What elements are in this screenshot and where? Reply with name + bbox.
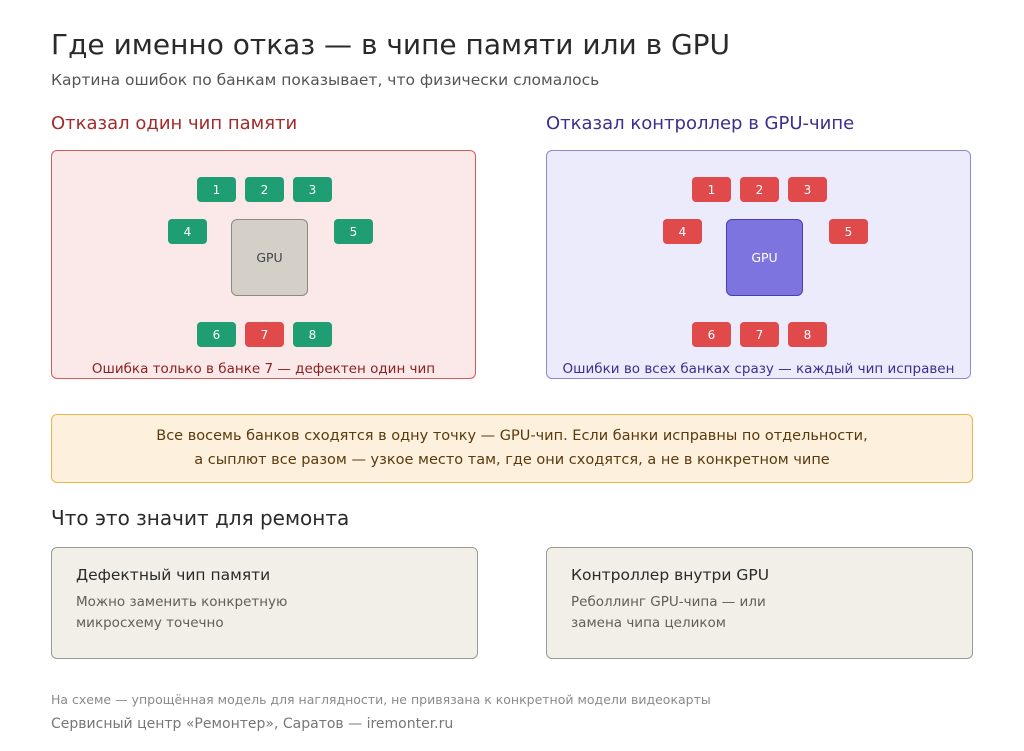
memory-chip-repair-card: Дефектный чип памяти Можно заменить конк… [51, 547, 478, 659]
card-text: Реболлинг GPU-чипа — или замена чипа цел… [571, 594, 766, 631]
footnote: На схеме — упрощённая модель для наглядн… [51, 692, 711, 707]
note-line-2: а сыплют все разом — узкое место там, гд… [194, 451, 830, 468]
note-line-1: Все восемь банков сходятся в одну точку … [156, 428, 868, 444]
bank-8: 8 [293, 322, 332, 347]
bank-1: 1 [197, 177, 236, 202]
footer-credit: Сервисный центр «Ремонтер», Саратов — ir… [51, 716, 454, 732]
bank-4: 4 [168, 219, 207, 244]
page-title: Где именно отказ — в чипе памяти или в G… [51, 28, 731, 61]
bank-3: 3 [788, 177, 827, 202]
right-panel-caption: Ошибки во всех банках сразу — каждый чип… [562, 361, 955, 377]
bank-1: 1 [692, 177, 731, 202]
section-title: Что это значит для ремонта [51, 506, 350, 530]
bank-5: 5 [829, 219, 868, 244]
bank-7: 7 [245, 322, 284, 347]
card-text: Можно заменить конкретную микросхему точ… [76, 594, 288, 631]
gpu-controller-repair-card: Контроллер внутри GPU Реболлинг GPU-чипа… [546, 547, 973, 659]
card-title: Контроллер внутри GPU [571, 566, 770, 584]
bank-2: 2 [740, 177, 779, 202]
right-panel-heading: Отказал контроллер в GPU-чипе [546, 113, 855, 134]
memory-chip-failure-panel: 1 2 3 4 5 6 7 8 GPU Ошибка только в банк… [51, 150, 476, 379]
page-subtitle: Картина ошибок по банкам показывает, что… [51, 71, 600, 89]
gpu-chip: GPU [231, 219, 308, 296]
left-panel-caption: Ошибка только в банке 7 — дефектен один … [91, 361, 436, 377]
bank-2: 2 [245, 177, 284, 202]
explanation-note: Все восемь банков сходятся в одну точку … [51, 414, 973, 483]
bank-7: 7 [740, 322, 779, 347]
bank-4: 4 [663, 219, 702, 244]
bank-5: 5 [334, 219, 373, 244]
gpu-chip: GPU [726, 219, 803, 296]
gpu-controller-failure-panel: 1 2 3 4 5 6 7 8 GPU Ошибки во всех банка… [546, 150, 971, 379]
bank-8: 8 [788, 322, 827, 347]
bank-6: 6 [197, 322, 236, 347]
card-title: Дефектный чип памяти [76, 566, 271, 584]
bank-6: 6 [692, 322, 731, 347]
bank-3: 3 [293, 177, 332, 202]
left-panel-heading: Отказал один чип памяти [51, 113, 298, 134]
